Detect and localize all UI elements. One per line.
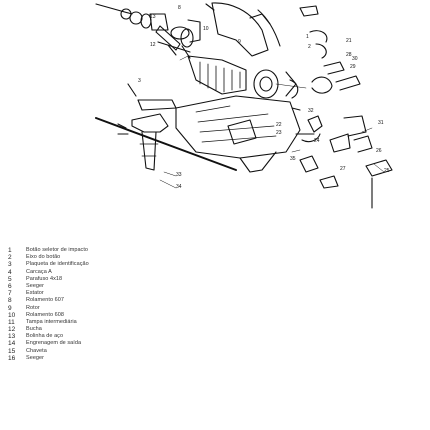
part-number: 5	[8, 275, 12, 283]
parts-list-row: 4 Carcaça A	[8, 269, 208, 276]
parts-list-row: 14 Engrenagem de saída	[8, 340, 208, 347]
part-description: Carcaça A	[26, 268, 52, 275]
part-number: 1	[8, 247, 12, 254]
callout-2: 2	[308, 44, 311, 50]
part-number: 7	[8, 290, 12, 298]
callout-9: 9	[238, 39, 241, 45]
part-description: Rolamento 608	[26, 311, 64, 318]
part-number: 14	[8, 340, 16, 348]
part-number: 16	[8, 354, 16, 362]
part-description: Seeger	[26, 354, 45, 361]
part-description: Plaqueta de identificação	[26, 261, 89, 268]
part-number: 13	[8, 333, 16, 341]
parts-list-row: 11 Tampa intermediária	[8, 319, 208, 326]
parts-list-row: 15 Chaveta	[8, 348, 208, 355]
callout-31: 31	[378, 120, 384, 126]
callout-8: 8	[178, 5, 181, 11]
depth-rod-part	[95, 117, 237, 171]
part-description: Estator	[26, 290, 44, 297]
small-parts-cluster	[291, 5, 393, 209]
part-description: Bucha	[26, 326, 42, 333]
callout-25: 25	[384, 168, 390, 174]
parts-list: 1 Botão seletor de impacto 2 Eixo do bot…	[8, 247, 208, 362]
part-description: Engrenagem de saída	[26, 340, 82, 347]
chuck-gear-assembly	[95, 3, 215, 59]
part-description: Rotor	[26, 304, 40, 311]
parts-list-row: 5 Parafuso 4x18	[8, 276, 208, 283]
parts-list-row: 10 Rolamento 608	[8, 312, 208, 319]
part-number: 15	[8, 347, 16, 355]
part-number: 10	[8, 311, 16, 319]
parts-list-row: 9 Rotor	[8, 305, 208, 312]
callout-30: 30	[352, 56, 358, 62]
parts-list-row: 12 Bucha	[8, 326, 208, 333]
callout-32: 32	[308, 108, 314, 114]
callout-33: 33	[176, 172, 182, 178]
exploded-view-diagram: 13 12 10 9 8 3 1 2 21 22 23 24 25 26 27 …	[95, 2, 393, 209]
part-description: Rolamento 607	[26, 297, 64, 304]
callout-numbers: 13 12 10 9 8 3 1 2 21 22 23 24 25 26 27 …	[138, 5, 390, 190]
part-number: 12	[8, 326, 16, 334]
leader-lines	[159, 55, 385, 189]
switch-housing-part	[211, 2, 281, 57]
callout-34: 34	[176, 184, 182, 190]
exploded-view-svg: 13 12 10 9 8 3 1 2 21 22 23 24 25 26 27 …	[95, 2, 393, 209]
part-description: Chaveta	[26, 347, 47, 354]
motor-housing-part	[175, 95, 301, 173]
callout-28: 28	[346, 52, 352, 58]
part-description: Eixo do botão	[26, 254, 61, 261]
side-handle-part	[117, 83, 177, 171]
callout-24: 24	[314, 138, 320, 144]
callout-21: 21	[346, 38, 352, 44]
callout-26: 26	[376, 148, 382, 154]
callout-1: 1	[306, 34, 309, 40]
parts-list-row: 1 Botão seletor de impacto	[8, 247, 208, 254]
parts-list-row: 8 Rolamento 607	[8, 297, 208, 304]
rotor-part	[157, 41, 299, 99]
callout-22: 22	[276, 122, 282, 128]
part-description: Seeger	[26, 282, 45, 289]
parts-list-row: 13 Bolinha de aço	[8, 333, 208, 340]
part-description: Bolinha de aço	[26, 333, 64, 340]
parts-list-row: 6 Seeger	[8, 283, 208, 290]
part-number: 2	[8, 254, 12, 262]
part-number: 6	[8, 282, 12, 290]
callout-13: 13	[150, 14, 156, 20]
part-number: 11	[8, 318, 15, 326]
callout-3: 3	[138, 78, 141, 84]
callout-35: 35	[290, 156, 296, 162]
parts-list-row: 7 Estator	[8, 290, 208, 297]
callout-29: 29	[350, 64, 356, 70]
part-description: Tampa intermediária	[26, 318, 77, 325]
callout-12: 12	[150, 42, 156, 48]
parts-list-row: 2 Eixo do botão	[8, 254, 208, 261]
part-description: Parafuso 4x18	[26, 275, 63, 282]
callout-27: 27	[340, 166, 346, 172]
parts-list-row: 16 Seeger	[8, 355, 208, 362]
part-number: 4	[8, 268, 12, 276]
part-number: 8	[8, 297, 12, 305]
callout-10: 10	[203, 26, 209, 32]
part-number: 3	[8, 261, 12, 269]
part-number: 9	[8, 304, 12, 312]
parts-list-row: 3 Plaqueta de identificação	[8, 261, 208, 268]
part-description: Botão seletor de impacto	[26, 247, 89, 253]
callout-23: 23	[276, 130, 282, 136]
